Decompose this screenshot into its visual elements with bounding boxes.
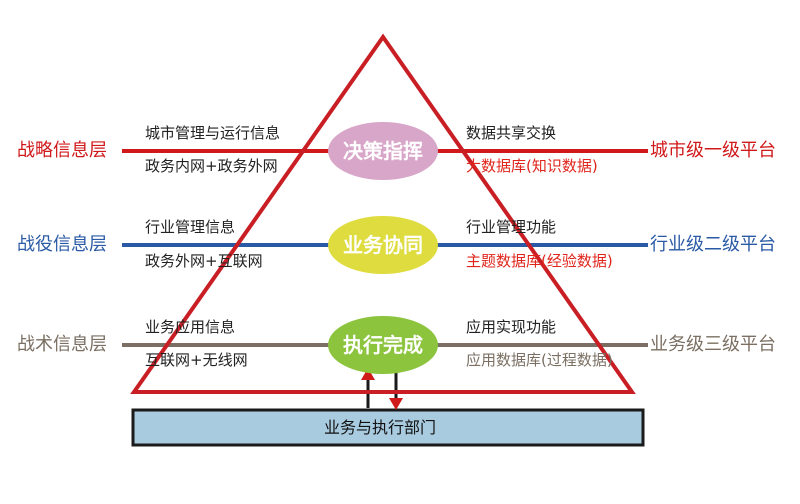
center-decision: 决策指挥: [343, 139, 423, 163]
campaign-layer-label: 战役信息层: [17, 234, 107, 255]
campaign-info-top: 行业管理信息: [145, 218, 236, 236]
tactical-layer-label: 战术信息层: [17, 334, 107, 355]
ellipse-execution: [328, 316, 438, 374]
tactical-platform-label: 业务级三级平台: [650, 334, 776, 355]
tactical-info-top: 业务应用信息: [145, 318, 236, 336]
strategic-platform-label: 城市级一级平台: [650, 140, 776, 161]
strategic-layer-label: 战略信息层: [17, 140, 107, 161]
tactical-func-top: 应用实现功能: [466, 318, 557, 336]
base-label: 业务与执行部门: [324, 418, 437, 437]
strategic-info-top: 城市管理与运行信息: [145, 124, 281, 142]
pyramid-triangle: [130, 33, 636, 394]
tactical-info-bottom: 互联网+无线网: [145, 351, 248, 369]
ellipse-coordination: [328, 216, 438, 274]
strategic-info-bottom: 政务内网+政务外网: [145, 157, 278, 175]
ellipse-decision: [328, 122, 438, 180]
center-execution: 执行完成: [343, 333, 423, 357]
strategic-func-top: 数据共享交换: [466, 124, 557, 142]
arrow-down-head: [389, 398, 403, 410]
campaign-platform-label: 行业级二级平台: [650, 234, 776, 255]
tactical-func-bottom: 应用数据库(过程数据): [466, 351, 613, 369]
center-coordination: 业务协同: [343, 233, 423, 257]
campaign-info-bottom: 政务外网+互联网: [145, 252, 263, 270]
campaign-func-top: 行业管理功能: [466, 218, 557, 236]
campaign-func-bottom: 主题数据库(经验数据): [466, 252, 613, 270]
arrow-up-head: [361, 368, 375, 380]
strategic-func-bottom: 大数据库(知识数据): [466, 157, 598, 175]
base-bar: [131, 408, 645, 447]
